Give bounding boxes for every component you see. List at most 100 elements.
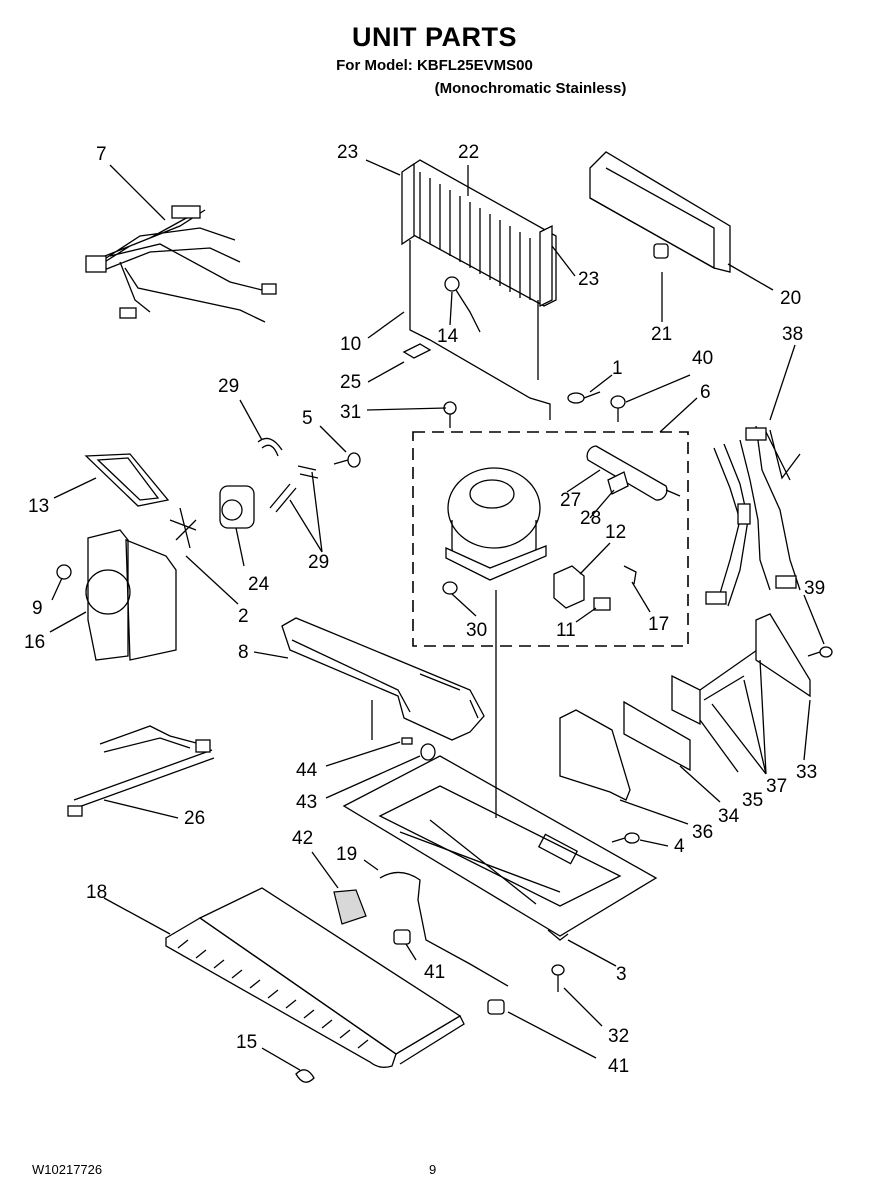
callout-43: 43: [296, 792, 317, 813]
grommet-part-41a: [393, 929, 411, 945]
callout-29-top: 29: [218, 376, 239, 397]
callout-3: 3: [616, 964, 627, 985]
screw-part-39: [807, 646, 833, 658]
callout-42: 42: [292, 828, 313, 849]
callout-13: 13: [28, 496, 49, 517]
model-finish: (Monochromatic Stainless): [434, 80, 627, 97]
callout-35: 35: [742, 790, 763, 811]
fan-shroud-part-16: [85, 529, 177, 661]
grommet-part-30: [442, 581, 458, 595]
callout-23-right: 23: [578, 269, 599, 290]
callout-33: 33: [796, 762, 817, 783]
clip-part-17: [623, 565, 637, 585]
screw-part-5: [333, 452, 361, 468]
callout-11: 11: [556, 620, 576, 641]
page-title: UNIT PARTS: [352, 22, 517, 52]
tube-part-29a: [257, 437, 283, 457]
leader-lines: [49, 159, 825, 1071]
callout-40: 40: [692, 348, 713, 369]
callout-7: 7: [96, 144, 107, 165]
callout-27: 27: [560, 490, 581, 511]
callout-16: 16: [24, 632, 45, 653]
callout-39: 39: [804, 578, 825, 599]
callout-24: 24: [248, 574, 270, 595]
control-box-part-36: [559, 709, 631, 801]
compressor: [445, 467, 547, 581]
drain-pan-part-8: [281, 617, 485, 741]
screw-part-4: [611, 832, 640, 844]
compressor-group-box: [412, 431, 689, 647]
relay-part-12: [553, 565, 585, 609]
rods-part-37: [699, 647, 761, 701]
callout-37: 37: [766, 776, 787, 797]
drier-part-27: [586, 445, 681, 501]
callout-15: 15: [236, 1032, 257, 1053]
callout-14: 14: [437, 326, 459, 347]
bracket-part-34: [623, 700, 691, 772]
grommet-part-41b: [487, 999, 505, 1015]
callout-18: 18: [86, 882, 107, 903]
callout-26: 26: [184, 808, 205, 829]
clip-part-21: [653, 243, 669, 259]
grommet-part-43: [420, 743, 436, 761]
spacer-part-44: [401, 737, 413, 745]
callout-21: 21: [651, 324, 672, 345]
grommet-part-9: [56, 564, 72, 580]
callout-23-top: 23: [337, 142, 358, 163]
bracket-part-35: [671, 674, 701, 726]
document-number: W10217726: [32, 1162, 103, 1177]
condenser-coil-part-18: [165, 887, 465, 1068]
callout-2: 2: [238, 606, 249, 627]
callout-36: 36: [692, 822, 713, 843]
callout-5: 5: [302, 408, 313, 429]
callout-19: 19: [336, 844, 357, 865]
callout-25: 25: [340, 372, 361, 393]
callout-10: 10: [340, 334, 361, 355]
tube-part-29b: [269, 465, 319, 513]
callout-labels: 7 23 22 23 20 21 38 10 14 25 1 40 6 29 5…: [24, 142, 825, 1077]
callout-41-lower: 41: [608, 1056, 629, 1077]
callout-29-bottom: 29: [308, 552, 329, 573]
callout-8: 8: [238, 642, 249, 663]
callout-31: 31: [340, 402, 361, 423]
screw-part-32: [551, 964, 565, 992]
support-bracket-part-25: [402, 343, 432, 359]
wiring-harness-part-26: [67, 725, 215, 817]
callout-32: 32: [608, 1026, 629, 1047]
callout-1: 1: [612, 358, 623, 379]
callout-4: 4: [674, 836, 685, 857]
page-number: 9: [429, 1162, 437, 1177]
cover-part-33: [755, 613, 811, 698]
callout-44: 44: [296, 760, 318, 781]
gasket-part-13: [84, 453, 170, 507]
callout-28: 28: [580, 508, 601, 529]
fan-blade-part-2: [169, 507, 197, 549]
tube-part-19: [379, 871, 509, 987]
condenser-tube-part-10: [409, 240, 551, 420]
screw-part-31: [443, 401, 457, 428]
model-number: For Model: KBFL25EVMS00: [336, 57, 533, 74]
callout-20: 20: [780, 288, 801, 309]
callout-9: 9: [32, 598, 43, 619]
insulation-part-42: [333, 889, 367, 925]
bracket-part-28: [607, 471, 629, 495]
callout-17: 17: [648, 614, 669, 635]
base-plate: [342, 755, 658, 937]
wiring-harness-part-38: [705, 425, 801, 607]
callout-12: 12: [605, 522, 626, 543]
bracket-part-3: [547, 929, 569, 941]
clip-part-14: [444, 276, 481, 333]
screw-part-40: [610, 395, 626, 422]
condenser-part-22: [401, 159, 557, 308]
callout-34: 34: [718, 806, 740, 827]
screw-part-1: [567, 391, 601, 404]
callout-41-upper: 41: [424, 962, 445, 983]
clip-part-15: [295, 1069, 315, 1083]
overload-part-11: [593, 597, 611, 611]
callout-38: 38: [782, 324, 803, 345]
callout-6: 6: [700, 382, 711, 403]
wiring-harness-part-7: [85, 205, 277, 323]
callout-30: 30: [466, 620, 487, 641]
callout-22: 22: [458, 142, 479, 163]
